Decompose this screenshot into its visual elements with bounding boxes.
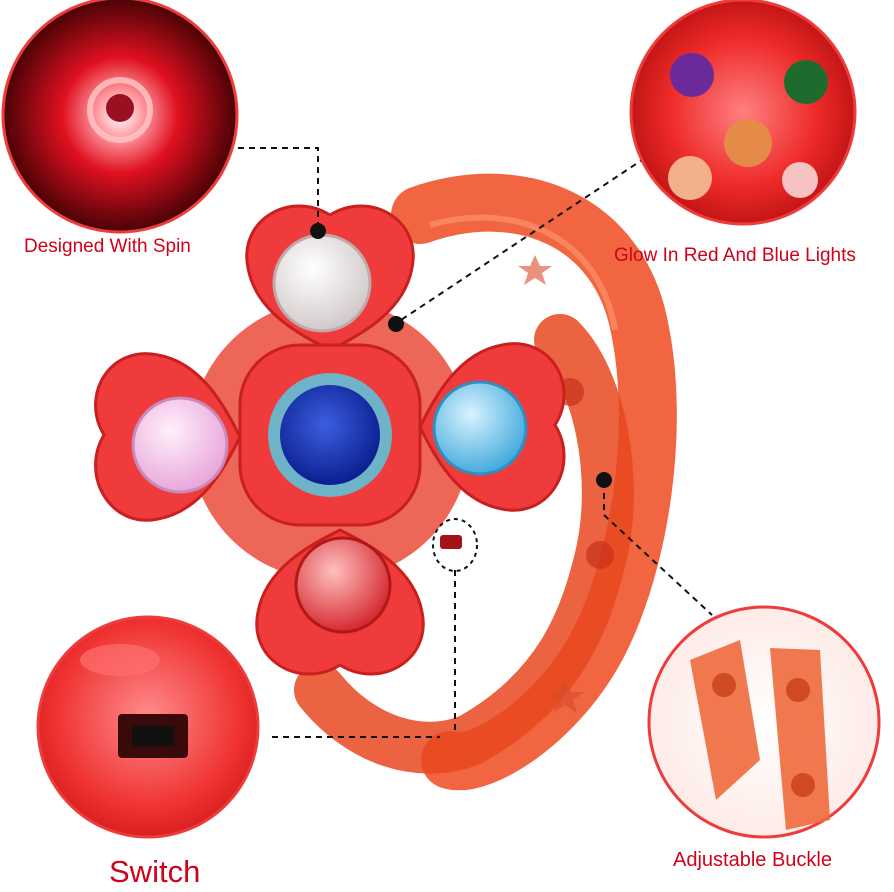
switch-marker [432, 518, 478, 572]
star-icon [546, 680, 584, 713]
callout-dot [310, 223, 326, 239]
bracelet-band [294, 173, 677, 791]
switch-knob [440, 535, 462, 549]
buckle-inset [647, 605, 881, 839]
center-gem [280, 385, 380, 485]
callout-dot [596, 472, 612, 488]
switch-inset [36, 615, 260, 839]
pink-gem [131, 396, 229, 494]
callout-dot [388, 316, 404, 332]
glow-inset [629, 0, 857, 226]
spin-inset [1, 0, 239, 234]
switch-label: Switch [109, 854, 201, 889]
blue-gem [432, 380, 528, 476]
glow-label: Glow In Red And Blue Lights [614, 245, 856, 266]
band-hole [586, 541, 614, 569]
star-icon [518, 255, 552, 285]
clear-gem [272, 233, 372, 333]
callout-lines [238, 147, 713, 738]
red-gem [294, 536, 392, 634]
buckle-label: Adjustable Buckle [673, 849, 832, 871]
spin-label: Designed With Spin [24, 236, 191, 257]
